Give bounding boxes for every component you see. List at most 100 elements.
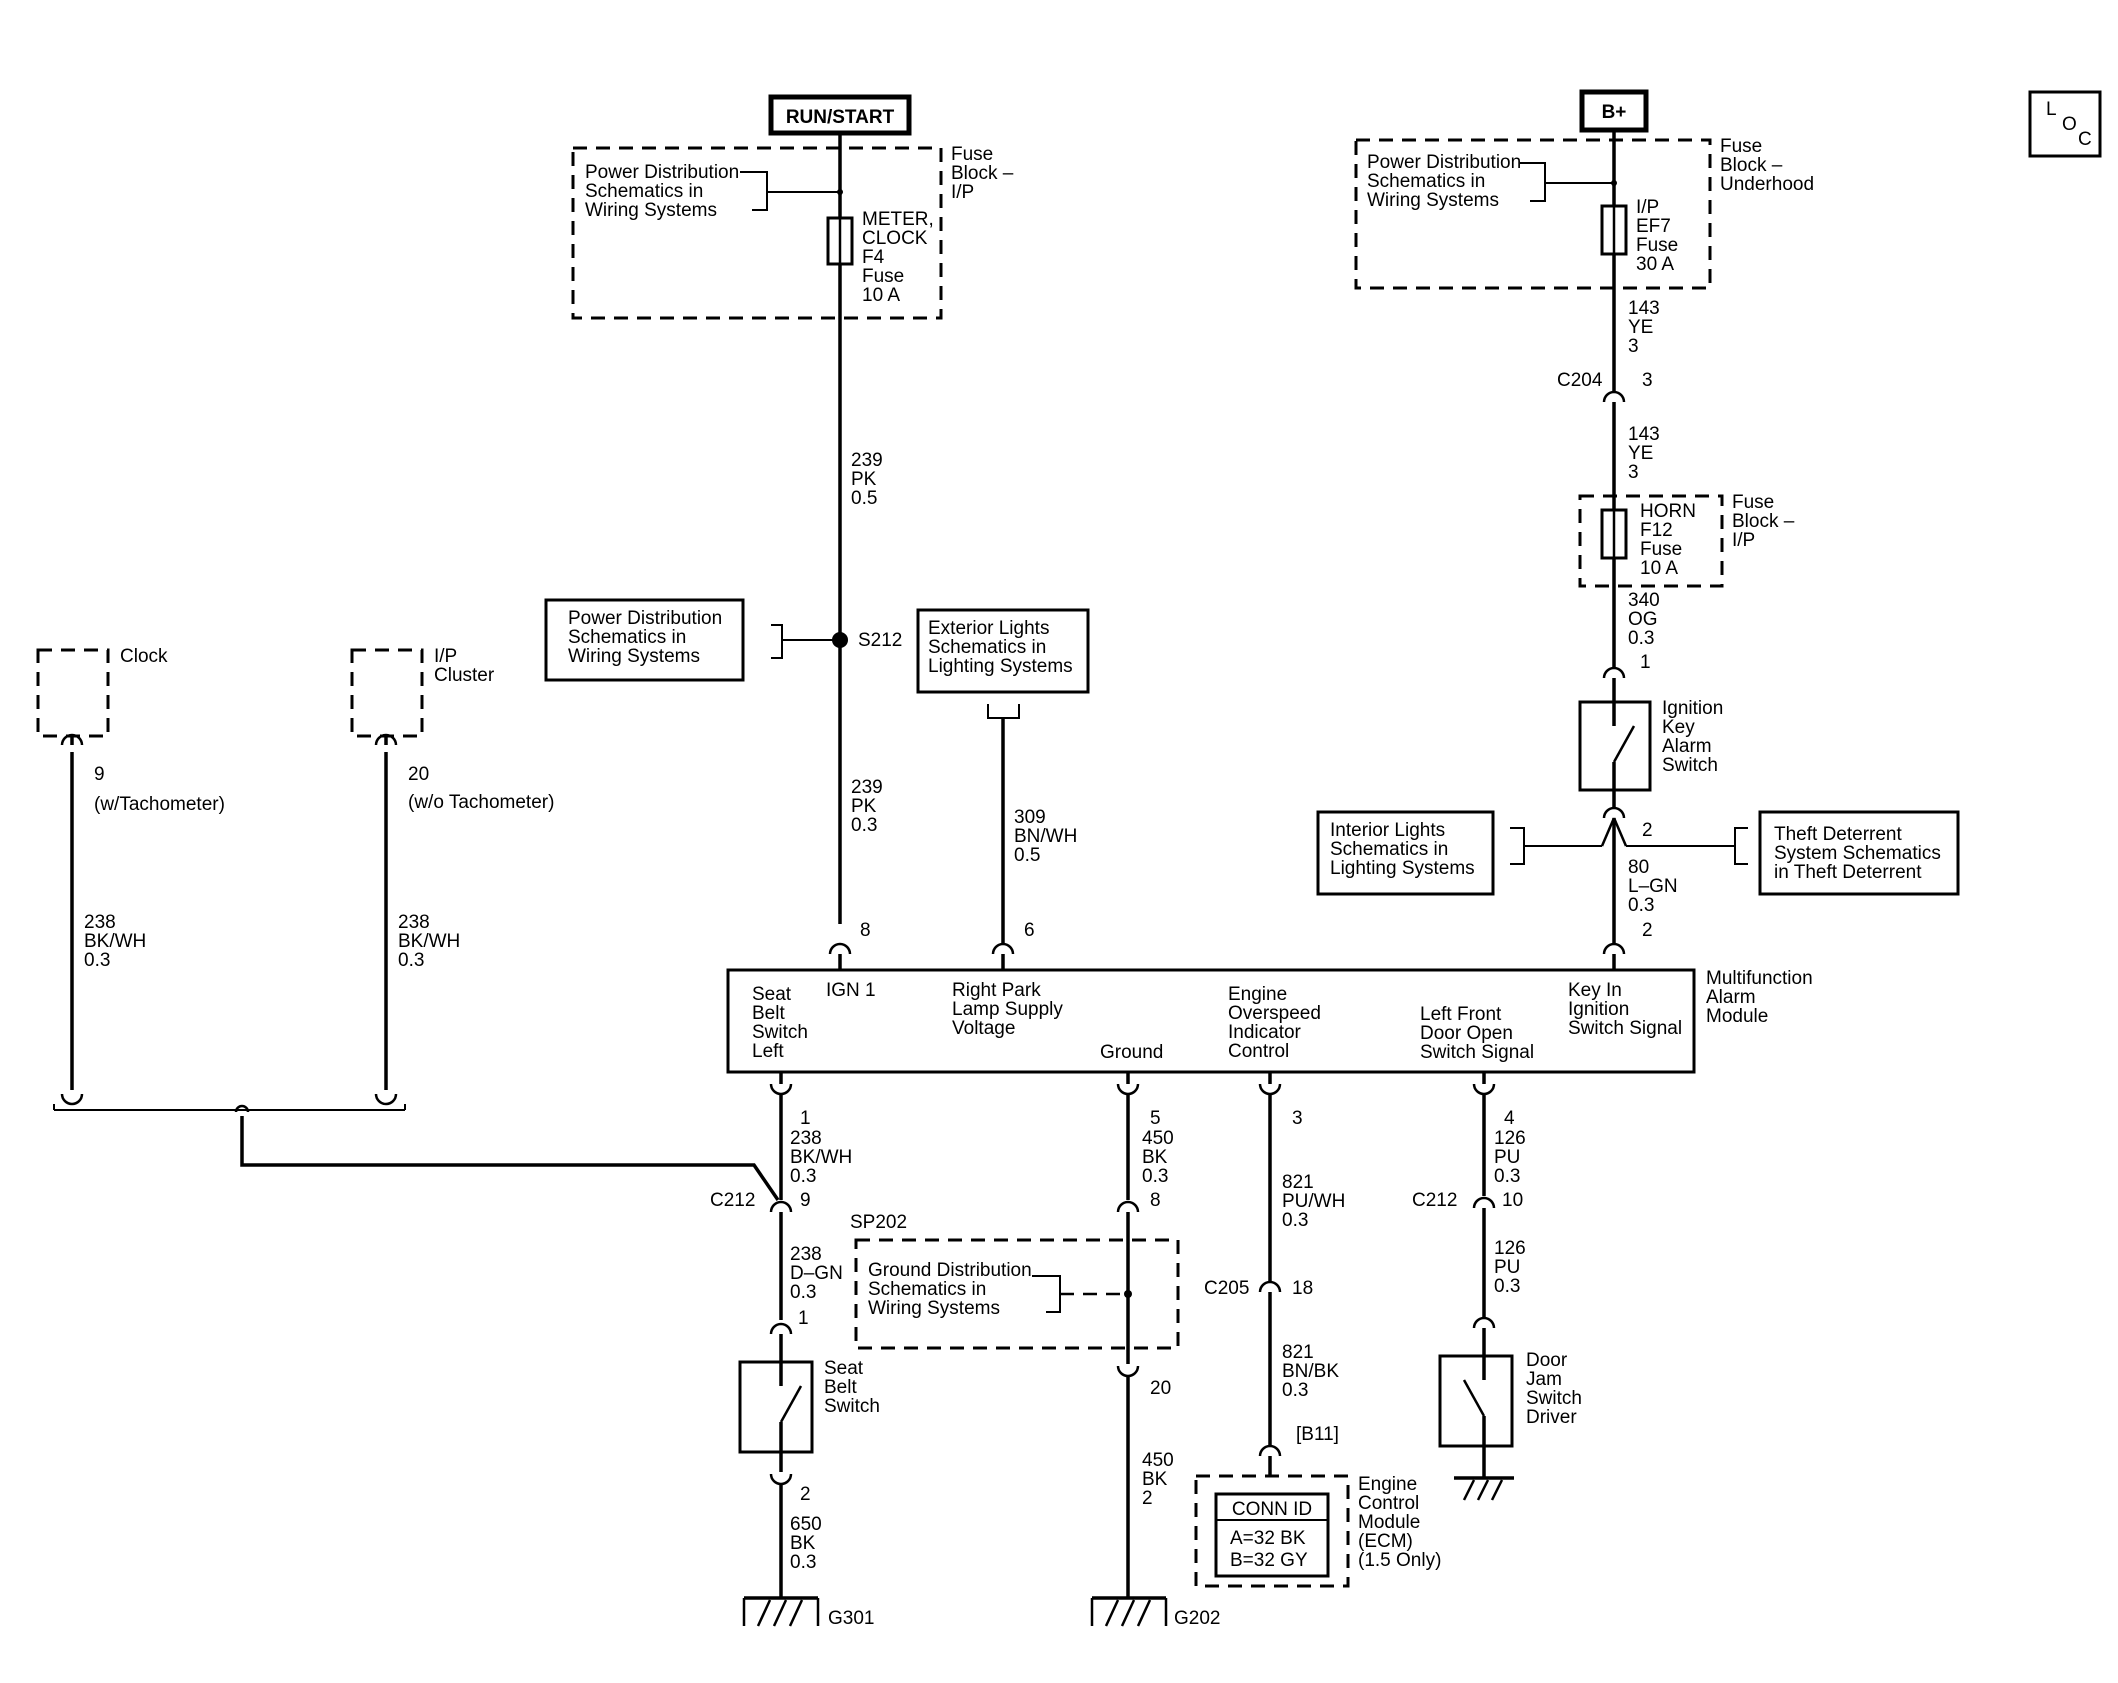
pin-sp202-out: 20 [1150,1378,1171,1399]
pin-c212-door: 10 [1502,1190,1523,1211]
ip-cluster-label: I/P Cluster [434,646,495,686]
seat-belt-circuit: 1 238 BK/WH 0.3 C212 9 238 D–GN 0.3 1 Se… [710,1072,880,1629]
pin-key-switch-top: 1 [1640,652,1651,673]
interior-lights-ref: Interior Lights Schematics in Lighting S… [1330,820,1475,879]
loc-l: L [2046,99,2057,120]
fuse-block-underhood-dashed-box [1354,138,1712,290]
connector-c205: C205 [1204,1278,1249,1299]
fuse-block-ip-dashed-box [571,146,943,320]
engine-overspeed-circuit: 3 821 PU/WH 0.3 C205 18 821 BN/BK 0.3 [B… [1194,1072,1441,1588]
pin-seat-switch-top: 1 [798,1308,809,1329]
pin-c205: 18 [1292,1278,1313,1299]
loc-o: O [2062,114,2077,135]
pin-ign: 8 [860,920,871,941]
module-key-label: Key In Ignition Switch Signal [1568,980,1682,1039]
seat-belt-switch-label: Seat Belt Switch [824,1358,880,1417]
wire-238-seat-label: 238 BK/WH 0.3 [790,1128,858,1187]
pin-key: 2 [1642,920,1653,941]
clock-and-cluster-circuit: Clock 9 (w/Tachometer) 238 BK/WH 0.3 I/P… [36,646,780,1201]
fuse-ef7-label: I/P EF7 Fuse 30 A [1636,197,1684,275]
b-plus-circuit: B+ Fuse Block – Underhood Power Distribu… [1354,89,1814,970]
wire-143-b-label: 143 YE 3 [1628,424,1665,483]
wire-650-label: 650 BK 0.3 [790,1514,827,1573]
ipc-note: (w/o Tachometer) [408,792,554,813]
wire-238-dgn-label: 238 D–GN 0.3 [790,1244,848,1303]
wire-80-label: 80 L–GN 0.3 [1628,857,1683,916]
ground-g202-symbol [1090,1596,1168,1627]
fuse-meter-clock-label: METER, CLOCK F4 Fuse 10 A [862,209,939,306]
pin-c212-seat: 9 [800,1190,811,1211]
ignition-key-alarm-switch-label: Ignition Key Alarm Switch [1662,698,1729,776]
run-start-circuit: RUN/START Fuse Block – I/P Power Distrib… [544,94,1019,955]
theft-deterrent-ref: Theft Deterrent System Schematics in The… [1774,824,1946,883]
ecm-label: Engine Control Module (ECM) (1.5 Only) [1358,1474,1441,1571]
wire-143-a-label: 143 YE 3 [1628,298,1665,357]
fuse-block-underhood-label: Fuse Block – Underhood [1720,136,1814,195]
pin-sp202-in: 8 [1150,1190,1161,1211]
run-start-label: RUN/START [786,107,895,128]
wire-239-pk-03-label: 239 PK 0.3 [851,777,888,836]
wire-238-ipc-label: 238 BK/WH 0.3 [398,912,466,971]
fuse-horn-label: HORN F12 Fuse 10 A [1640,501,1701,579]
power-distribution-ref-underhood: Power Distribution Schematics in Wiring … [1367,152,1526,211]
pin-seat: 1 [800,1108,811,1129]
door-jam-circuit: 4 126 PU 0.3 C212 10 126 PU 0.3 Door Jam… [1412,1072,1587,1501]
pin-key-switch-bottom: 2 [1642,820,1653,841]
pin-door: 4 [1504,1108,1515,1129]
connector-c212-left: C212 [710,1190,755,1211]
exterior-lights-circuit: Exterior Lights Schematics in Lighting S… [916,608,1090,970]
seat-belt-switch [738,1360,814,1454]
ground-distribution-ref: Ground Distribution Schematics in Wiring… [868,1260,1037,1319]
wire-126-b-label: 126 PU 0.3 [1494,1238,1531,1297]
exterior-lights-ref: Exterior Lights Schematics in Lighting S… [928,618,1073,677]
wire-126-a-label: 126 PU 0.3 [1494,1128,1531,1187]
wire-239-pk-05-label: 239 PK 0.5 [851,450,888,509]
pin-park: 6 [1024,920,1035,941]
door-jam-switch-label: Door Jam Switch Driver [1526,1350,1587,1428]
splice-s212-label: S212 [858,630,902,651]
pin-ground: 5 [1150,1108,1161,1129]
pin-c204: 3 [1642,370,1653,391]
power-distribution-ref-mid: Power Distribution Schematics in Wiring … [568,608,727,667]
fuse-block-ip-2-label: Fuse Block – I/P [1732,492,1800,551]
ecm-conn-id-title: CONN ID [1232,1499,1312,1520]
wire-340-label: 340 OG 0.3 [1628,590,1665,649]
b-plus-label: B+ [1602,102,1627,123]
multifunction-alarm-module: Multifunction Alarm Module Seat Belt Swi… [726,954,1818,1074]
pin-seat-switch-bottom: 2 [800,1484,811,1505]
loc-symbol: L O C [2028,90,2102,158]
fuse-block-ip-label: Fuse Block – I/P [951,144,1019,203]
connector-c212-right: C212 [1412,1190,1457,1211]
connector-c204: C204 [1557,370,1603,391]
clock-label: Clock [120,646,168,667]
fuse-block-ip-2-dashed-box [1578,494,1724,588]
wire-450-a-label: 450 BK 0.3 [1142,1128,1179,1187]
ecm-conn-b: B=32 GY [1230,1550,1308,1571]
pin-ecm: [B11] [1296,1424,1339,1445]
wire-309-label: 309 BN/WH 0.5 [1014,807,1083,866]
wire-821-a-label: 821 PU/WH 0.3 [1282,1172,1351,1231]
wire-238-clock-label: 238 BK/WH 0.3 [84,912,152,971]
pin-ipc: 20 [408,764,429,785]
ground-g301-symbol [742,1596,820,1627]
module-door-label: Left Front Door Open Switch Signal [1420,1004,1534,1063]
module-seat-belt-label: Seat Belt Switch Left [752,984,813,1062]
power-distribution-ref-top: Power Distribution Schematics in Wiring … [585,162,744,221]
wire-450-b-label: 450 BK 2 [1142,1450,1179,1509]
module-name: Multifunction Alarm Module [1706,968,1818,1027]
ground-g202-label: G202 [1174,1608,1220,1629]
clock-note: (w/Tachometer) [94,794,225,815]
splice-sp202-label: SP202 [850,1212,907,1233]
loc-c: C [2078,129,2092,150]
ground-g301-label: G301 [828,1608,874,1629]
sp202-dashed-box [854,1238,1180,1350]
ground-circuit: 5 450 BK 0.3 8 SP202 Ground Distribution… [850,1072,1220,1629]
ecm-conn-a: A=32 BK [1230,1528,1306,1549]
ecm-dashed-box [1194,1474,1350,1588]
module-park-label: Right Park Lamp Supply Voltage [952,980,1068,1039]
module-engine-label: Engine Overspeed Indicator Control [1228,984,1326,1062]
door-switch-ground-symbol [1454,1476,1514,1501]
pin-clock: 9 [94,764,105,785]
module-ign-label: IGN 1 [826,980,876,1001]
